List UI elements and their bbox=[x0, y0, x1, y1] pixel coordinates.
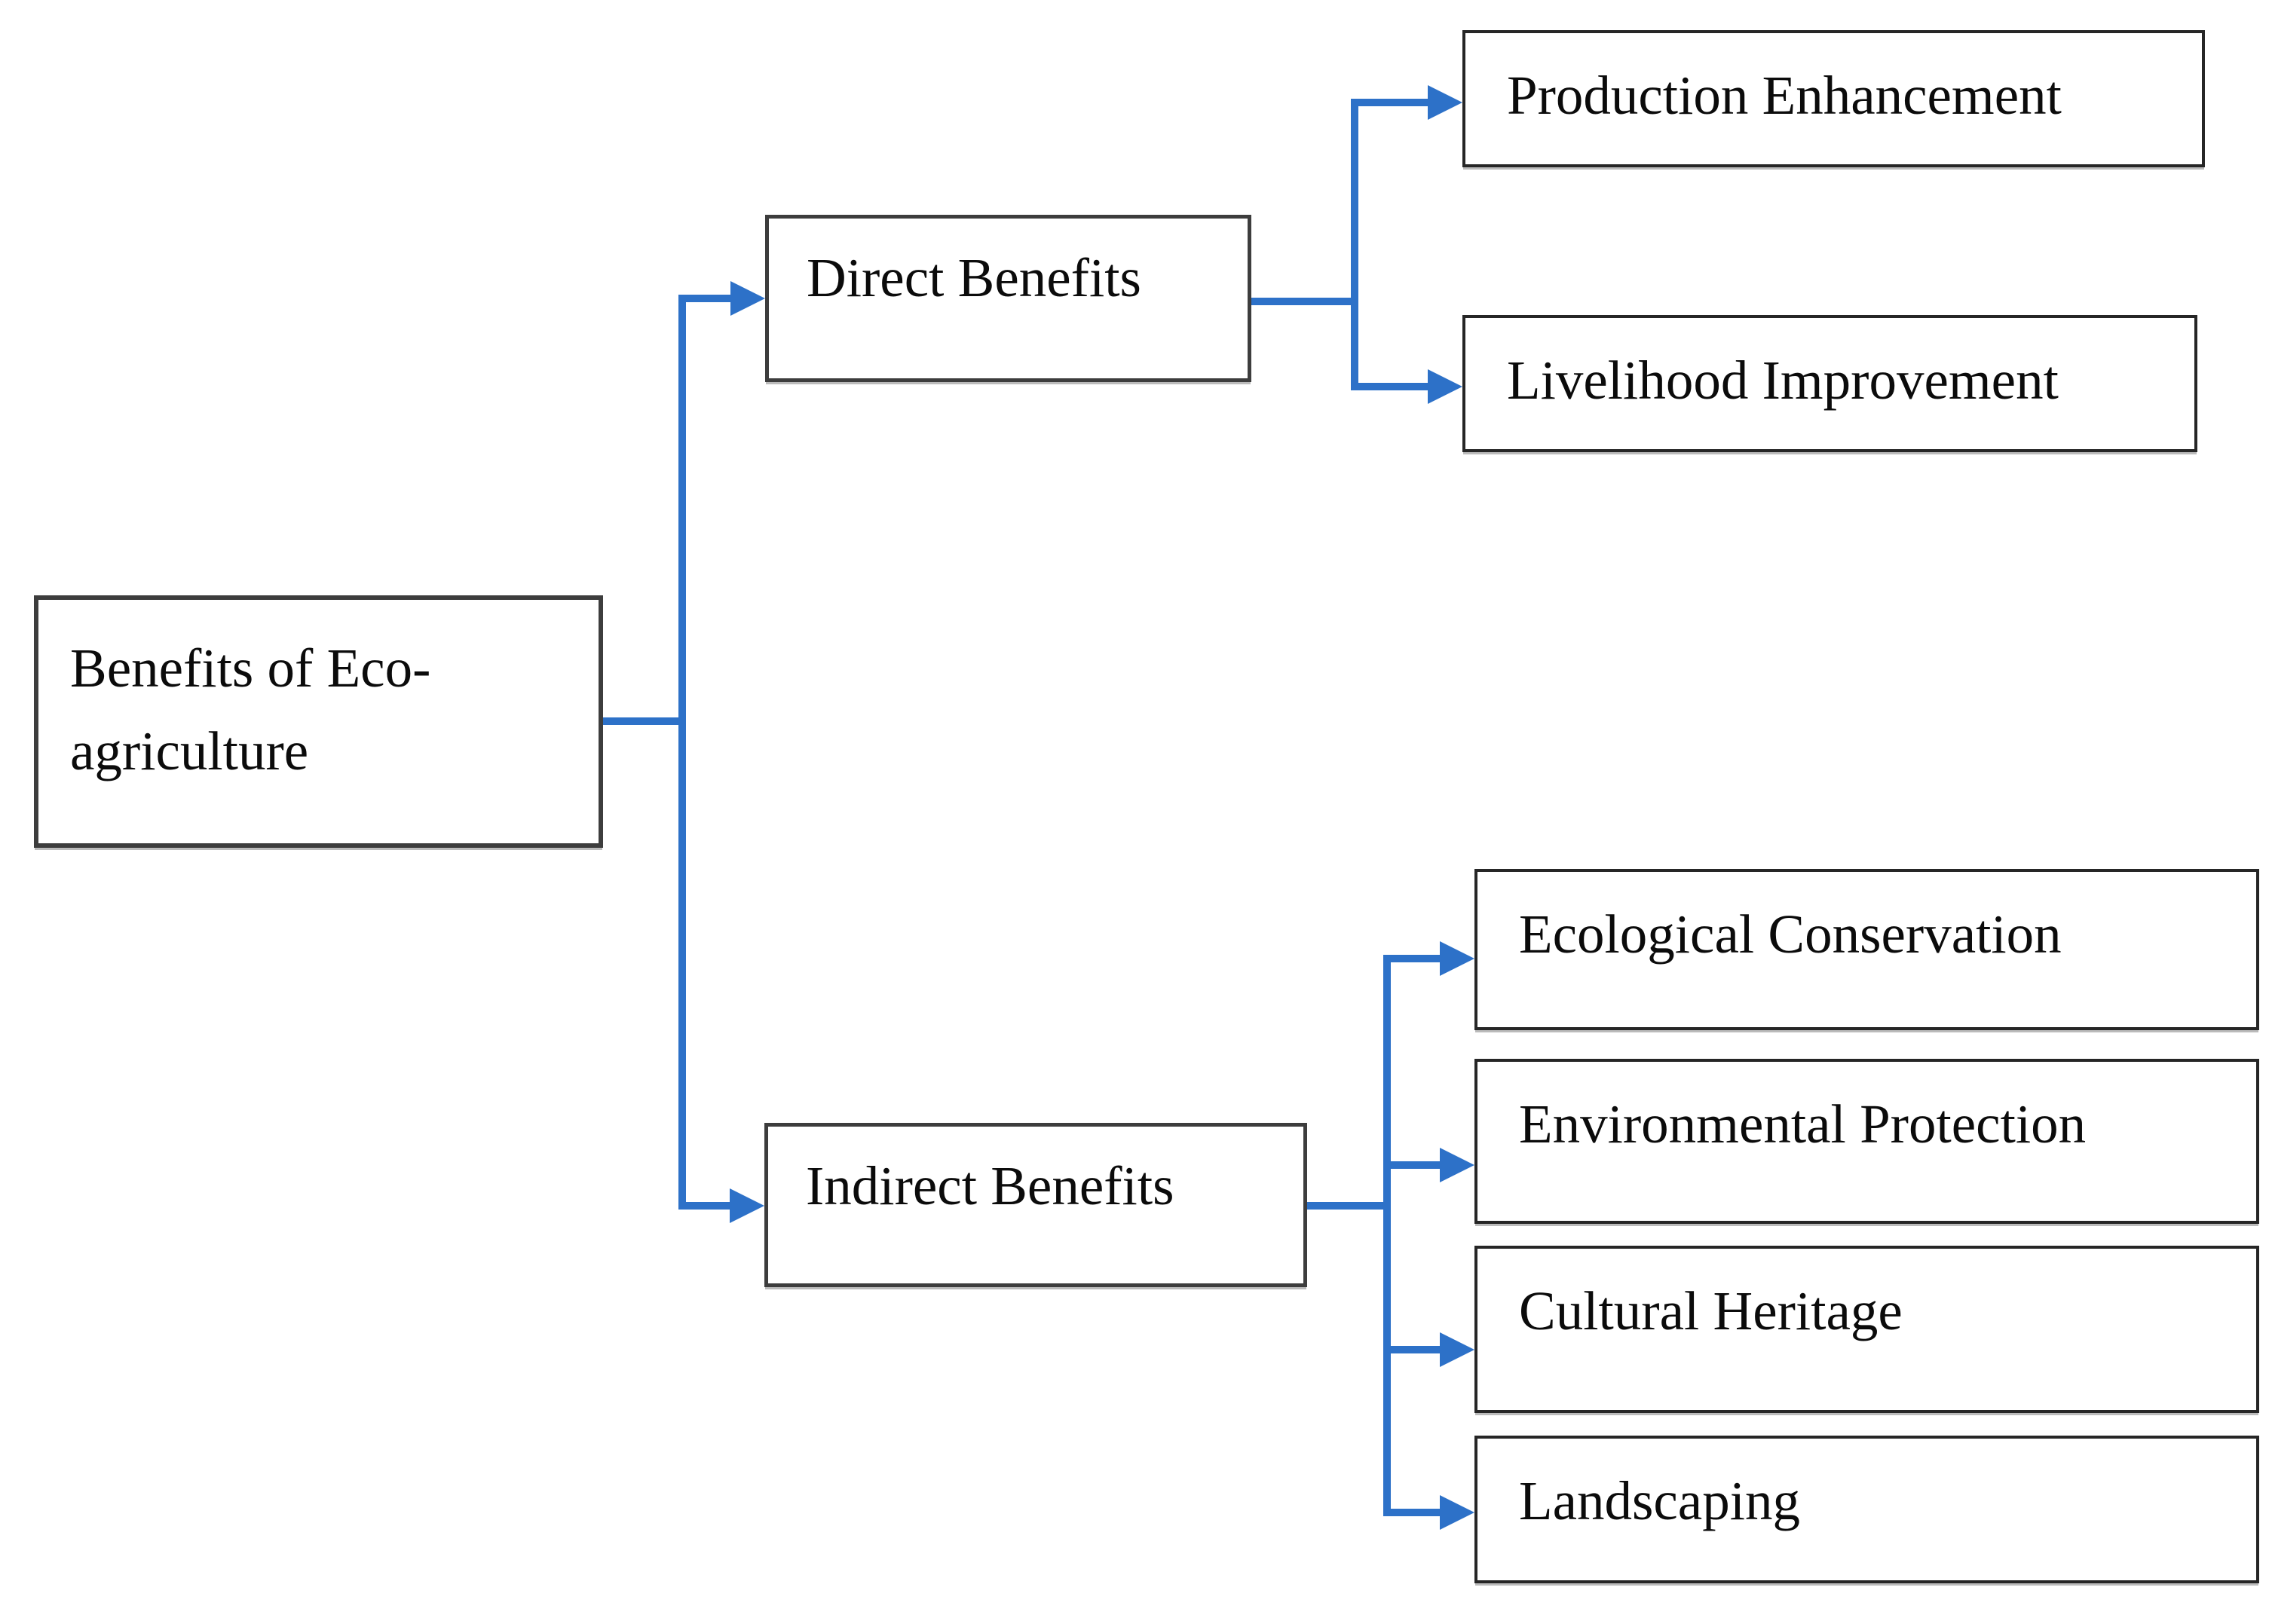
arrowhead-production bbox=[1428, 85, 1462, 120]
node-direct-benefits: Direct Benefits bbox=[765, 215, 1251, 382]
connector-branch-production bbox=[1351, 99, 1431, 106]
connector-branch-cultural bbox=[1383, 1346, 1442, 1353]
connector-direct-trunk bbox=[1351, 99, 1358, 390]
node-benefits-of-eco-agriculture: Benefits of Eco-agriculture bbox=[34, 595, 603, 848]
node-ecological-conservation: Ecological Conservation bbox=[1474, 869, 2259, 1030]
connector-branch-livelihood bbox=[1351, 383, 1431, 390]
arrowhead-direct bbox=[730, 281, 765, 316]
connector-branch-direct bbox=[678, 295, 735, 302]
arrowhead-landscaping bbox=[1440, 1495, 1474, 1530]
arrowhead-livelihood bbox=[1428, 369, 1462, 404]
arrowhead-indirect bbox=[730, 1188, 764, 1223]
node-landscaping: Landscaping bbox=[1474, 1436, 2259, 1583]
node-environmental-protection: Environmental Protection bbox=[1474, 1059, 2259, 1224]
connector-branch-landscaping bbox=[1383, 1509, 1442, 1516]
node-cultural-heritage: Cultural Heritage bbox=[1474, 1246, 2259, 1413]
connector-branch-ecological bbox=[1383, 955, 1442, 962]
arrowhead-cultural bbox=[1440, 1332, 1474, 1367]
arrowhead-environmental bbox=[1440, 1148, 1474, 1182]
node-production-enhancement: Production Enhancement bbox=[1462, 30, 2205, 167]
connector-root-stub bbox=[603, 717, 686, 725]
node-indirect-benefits: Indirect Benefits bbox=[764, 1123, 1307, 1287]
arrowhead-ecological bbox=[1440, 941, 1474, 976]
connector-indirect-stub bbox=[1307, 1202, 1387, 1210]
connector-branch-indirect bbox=[678, 1202, 733, 1210]
node-livelihood-improvement: Livelihood Improvement bbox=[1462, 315, 2197, 452]
connector-root-trunk bbox=[678, 295, 686, 1210]
connector-indirect-trunk bbox=[1383, 955, 1391, 1516]
connector-branch-environmental bbox=[1383, 1161, 1442, 1169]
connector-direct-stub bbox=[1251, 298, 1355, 305]
